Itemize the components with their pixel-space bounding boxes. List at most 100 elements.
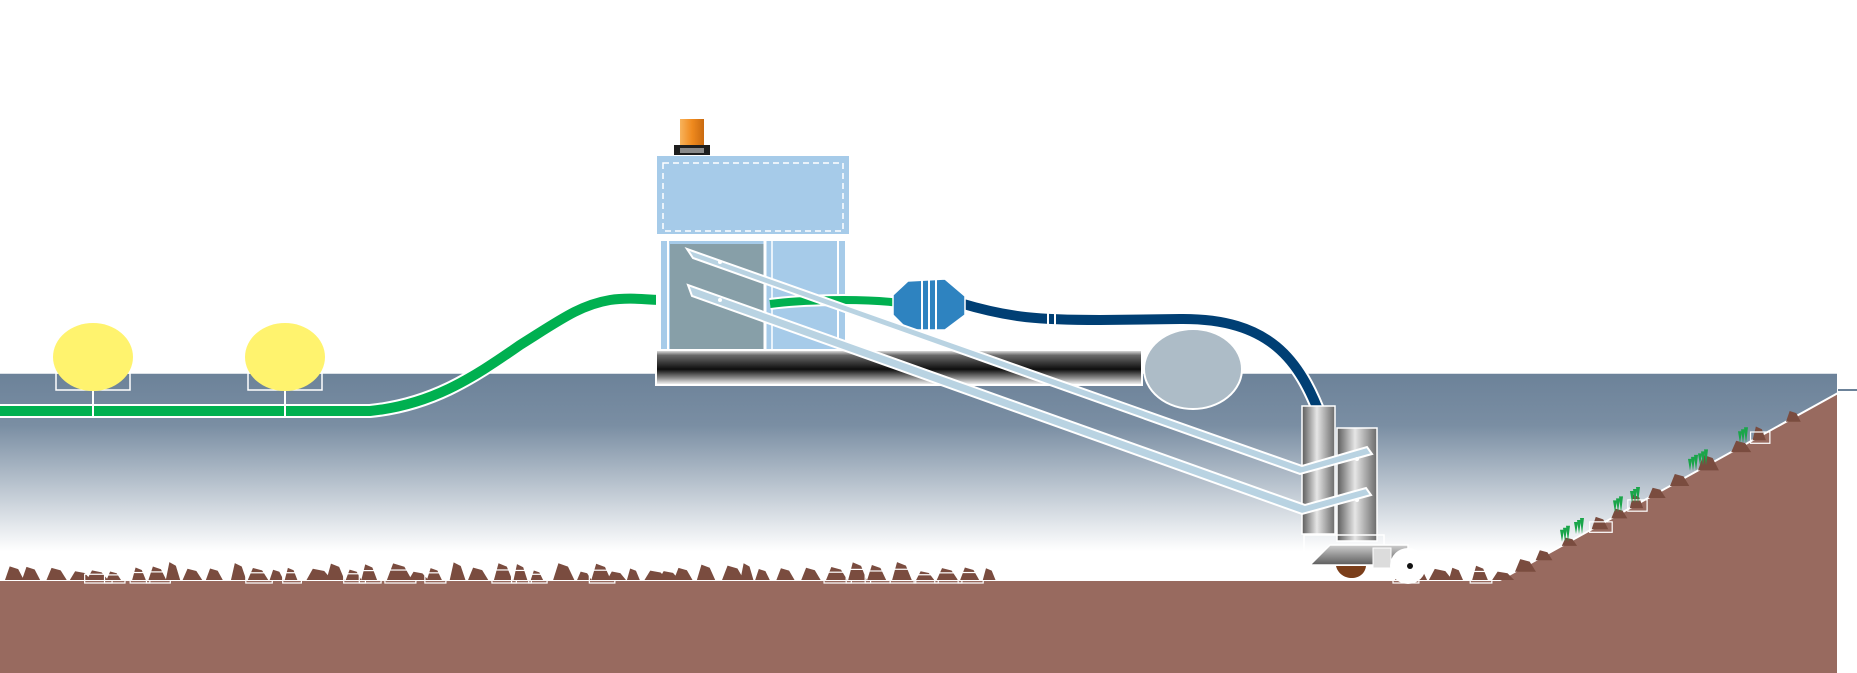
dredge-pump (892, 278, 966, 331)
rock (21, 566, 41, 580)
rock (86, 570, 109, 580)
rock (776, 568, 795, 580)
plant (1566, 525, 1570, 542)
rock (165, 562, 181, 580)
cutter-head-assembly (1303, 534, 1426, 584)
rock (132, 567, 146, 580)
rock (493, 563, 513, 580)
rock-outline (424, 572, 447, 584)
rock-outline (103, 574, 126, 584)
rock (1428, 568, 1453, 580)
rock-outline (358, 570, 382, 584)
rock (1731, 440, 1752, 453)
floater-1 (53, 323, 133, 418)
rock (577, 571, 592, 580)
rock (1492, 571, 1515, 580)
plant (1688, 458, 1692, 471)
rock (306, 568, 332, 580)
rock (848, 562, 867, 580)
rock (46, 567, 67, 580)
right-edge-marker (1837, 373, 1857, 673)
floater-2 (245, 323, 325, 418)
rock (230, 563, 247, 580)
rock (468, 567, 489, 580)
rock (284, 567, 298, 580)
rock (5, 566, 24, 580)
plant (1560, 529, 1564, 542)
rock-outline (889, 568, 917, 584)
rock (607, 571, 626, 580)
rock (326, 563, 345, 580)
plant (1563, 527, 1567, 542)
rock (530, 570, 544, 580)
rock (801, 567, 821, 580)
rock (449, 562, 466, 580)
plant (1613, 500, 1617, 513)
rock (247, 567, 269, 580)
rock-outline (1469, 570, 1493, 584)
slope-rocks (1515, 410, 1801, 572)
rock (361, 564, 378, 580)
rock (892, 562, 912, 580)
rock-outline (528, 573, 548, 584)
plant (1636, 486, 1640, 503)
plant (1633, 488, 1637, 503)
rock (982, 568, 996, 580)
plant (1580, 517, 1584, 534)
rock-outline (282, 572, 302, 584)
rock-outline (1589, 521, 1613, 533)
rock (1752, 426, 1766, 441)
rock (1669, 474, 1690, 486)
rock (755, 568, 770, 580)
rock (658, 571, 680, 580)
rock (408, 571, 429, 580)
rock (182, 568, 203, 580)
plant (1738, 431, 1742, 444)
rock (269, 569, 284, 580)
rock-outline (957, 571, 984, 584)
rock (106, 571, 121, 580)
seabed-rocks (5, 562, 1515, 584)
rock (916, 571, 935, 580)
plant (1619, 496, 1623, 513)
rock (1472, 565, 1488, 580)
rock (696, 564, 716, 580)
rock (1561, 537, 1578, 546)
rock (553, 563, 575, 580)
rock-outline (1627, 499, 1648, 512)
plant (1704, 449, 1708, 466)
plant (1691, 456, 1695, 471)
plant (1744, 427, 1748, 444)
warning-beacon (674, 119, 710, 155)
rock (69, 571, 92, 580)
rock (1629, 494, 1644, 509)
plant (1698, 453, 1702, 466)
rock (205, 568, 223, 580)
rock (722, 565, 745, 580)
plant (1574, 521, 1578, 534)
rock (1648, 487, 1666, 498)
rock (867, 564, 887, 580)
rock (936, 568, 958, 580)
rock (1591, 516, 1609, 530)
rock (513, 564, 528, 580)
rock (1611, 508, 1628, 519)
plant (1701, 451, 1705, 466)
rock (345, 569, 362, 580)
plant (1630, 490, 1634, 503)
plant (1577, 519, 1581, 534)
aquatic-plants (1560, 427, 1748, 542)
rock (591, 563, 611, 580)
rock (1785, 410, 1801, 422)
buoy (1143, 328, 1243, 410)
plant (1694, 454, 1698, 471)
rock (826, 567, 848, 580)
rock (740, 563, 754, 580)
rock (673, 567, 693, 580)
plant (1741, 429, 1745, 444)
ladder-arms (684, 247, 1374, 516)
suction-hose-core (958, 298, 1327, 422)
rock (148, 566, 167, 580)
rock (1448, 567, 1463, 580)
